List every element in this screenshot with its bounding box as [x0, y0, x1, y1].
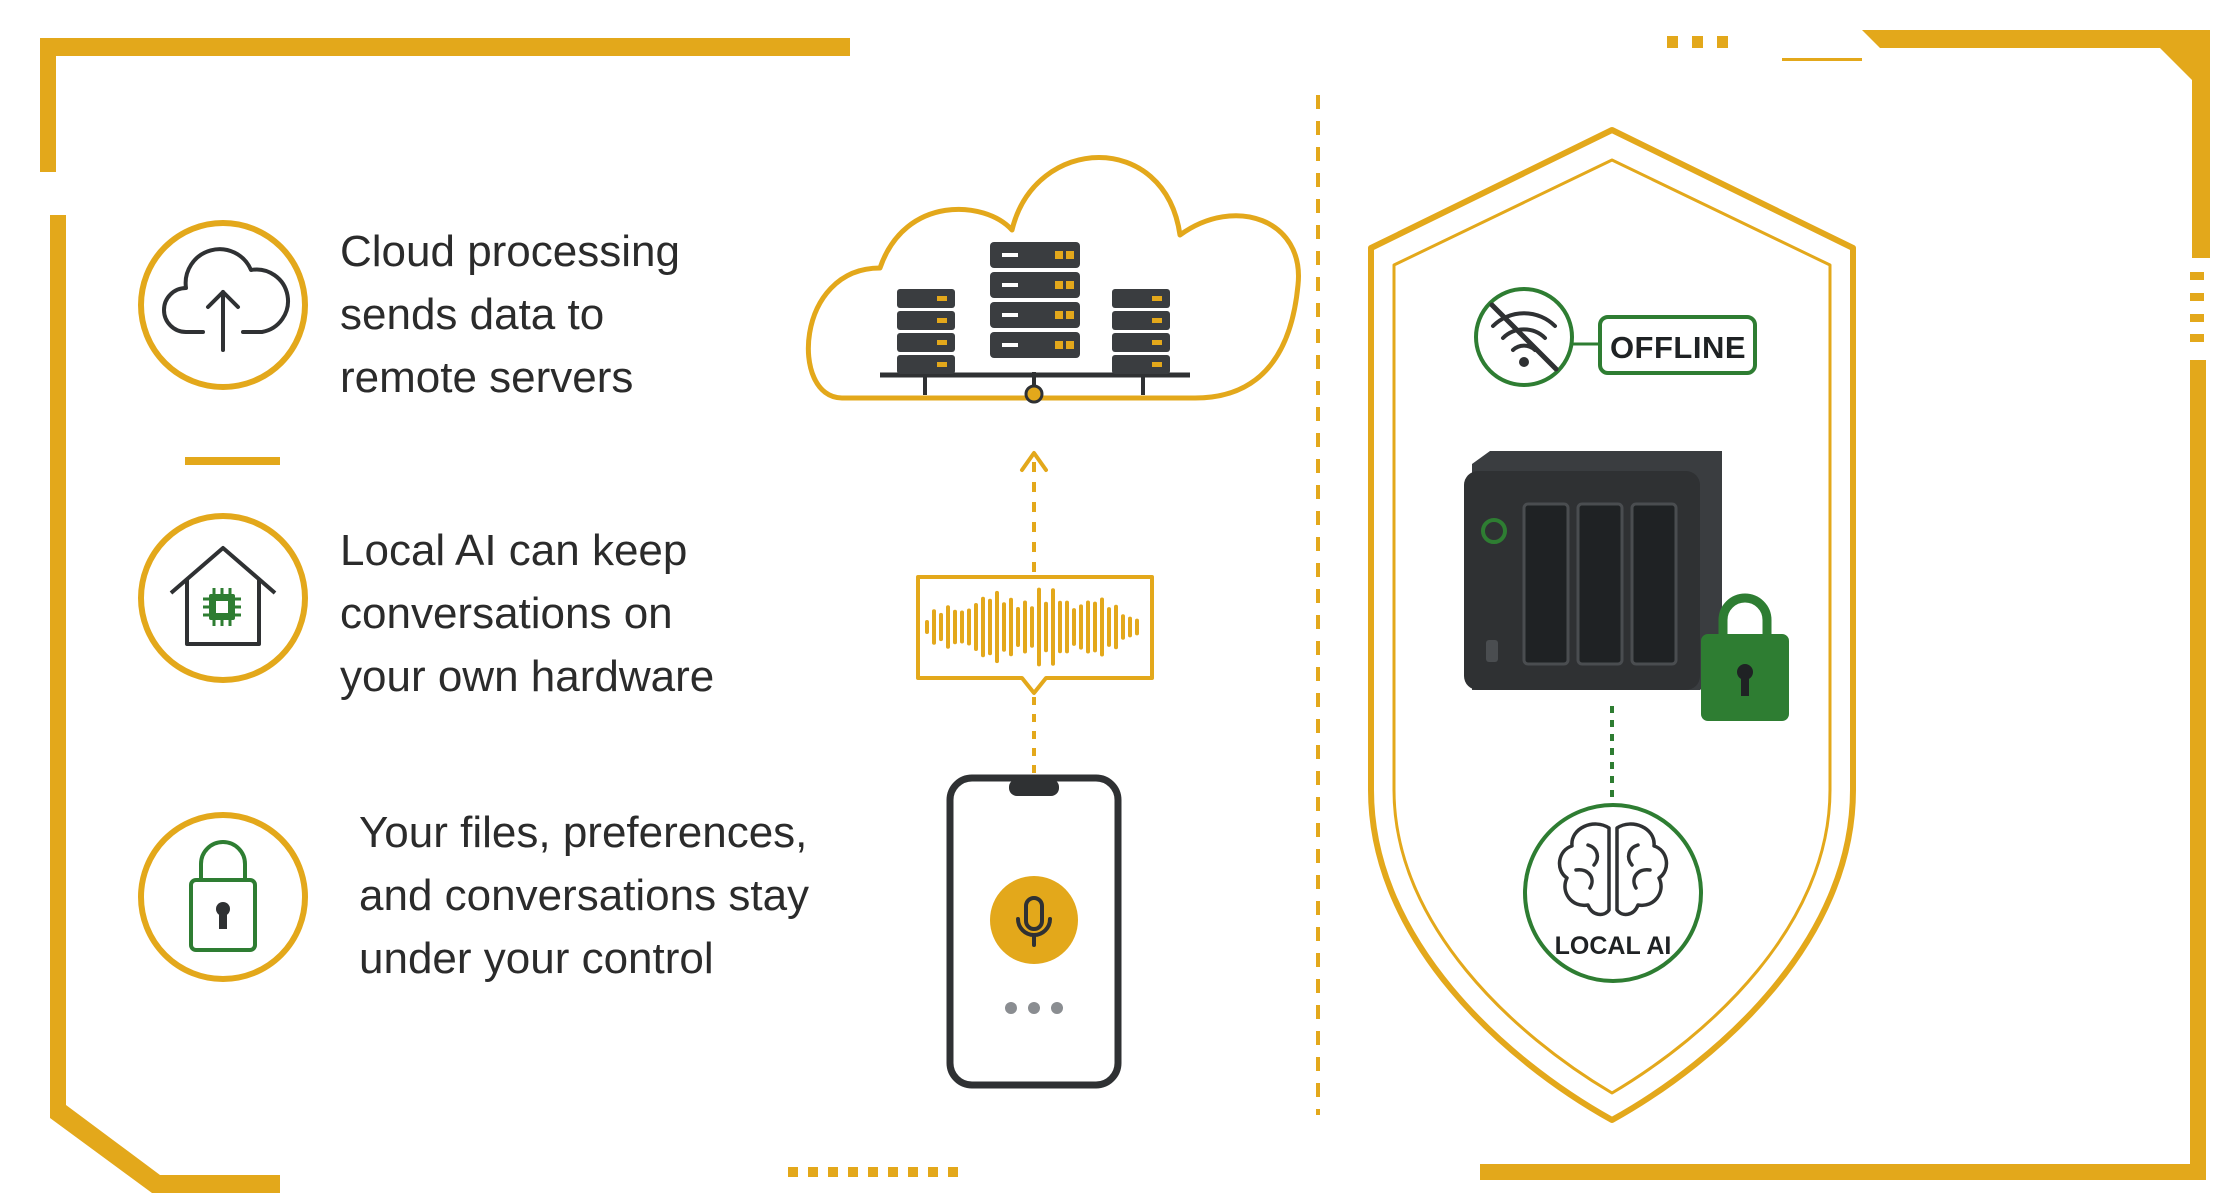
decorative-frame	[40, 30, 2210, 1193]
feature-line: and conversations stay	[359, 871, 810, 920]
waveform-icon	[925, 587, 1139, 667]
local-ai-badge: LOCAL AI	[1523, 803, 1703, 983]
bottom-dots	[788, 1167, 958, 1177]
icon-separator	[185, 457, 280, 465]
feature-icon-cloud-upload	[138, 220, 308, 390]
local-ai-label: LOCAL AI	[1555, 932, 1672, 960]
feature-line: conversations on	[340, 589, 673, 638]
feature-text-control: Your files, preferences, and conversatio…	[359, 801, 809, 990]
feature-icon-home-chip	[138, 513, 308, 683]
icon-circle	[138, 812, 308, 982]
offline-label: OFFLINE	[1610, 330, 1746, 365]
speech-bubble	[916, 575, 1154, 695]
home-chip-icon	[169, 546, 277, 646]
feature-line: under your control	[359, 934, 714, 983]
feature-line: Local AI can keep	[340, 526, 688, 575]
feature-text-local-ai: Local AI can keep conversations on your …	[340, 519, 714, 708]
nas-lock-icon	[1701, 593, 1789, 721]
brain-icon	[1557, 822, 1669, 917]
cloud-servers-group	[805, 155, 1301, 404]
phone-notch	[1009, 779, 1059, 796]
typing-dots-icon	[1005, 1002, 1063, 1014]
feature-line: Your files, preferences,	[359, 808, 808, 857]
offline-badge	[1598, 315, 1757, 375]
feature-line: remote servers	[340, 353, 634, 402]
feature-line: your own hardware	[340, 652, 715, 701]
cloud-upload-icon	[162, 247, 290, 352]
smartphone	[946, 774, 1122, 1089]
feature-line: sends data to	[340, 290, 605, 339]
microphone-icon	[1016, 896, 1052, 947]
feature-line: Cloud processing	[340, 227, 680, 276]
feature-text-cloud: Cloud processing sends data to remote se…	[340, 220, 680, 409]
nas-device-icon	[1464, 451, 1722, 690]
shield: OFFLINE LO	[1368, 127, 1856, 1123]
feature-icon-padlock	[138, 812, 308, 982]
mic-button[interactable]	[990, 876, 1078, 964]
arrow-up-icon	[1020, 451, 1048, 472]
no-wifi-icon	[1474, 287, 1574, 387]
shield-outer	[1368, 127, 1856, 1123]
shield-inner	[1392, 158, 1832, 1095]
server-rack-icon	[880, 242, 1190, 404]
padlock-icon	[189, 840, 257, 952]
